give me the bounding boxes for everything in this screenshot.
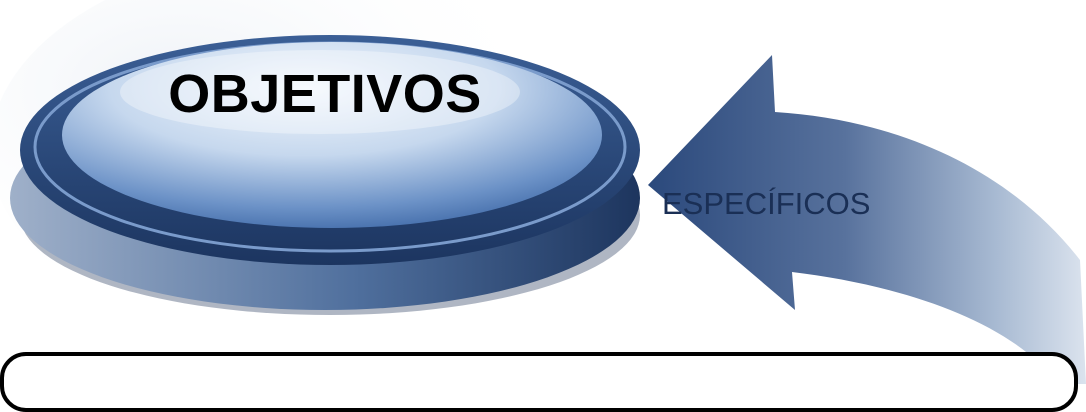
curved-arrow-shape [648, 55, 1086, 384]
objetivos-title: OBJETIVOS [168, 64, 482, 124]
objetivos-button [10, 35, 640, 315]
curved-arrow [648, 55, 1086, 384]
button-top [62, 42, 602, 228]
button-top-shine [120, 50, 520, 134]
diagram-graphics [0, 0, 1086, 384]
bottom-content-box [0, 352, 1078, 412]
diagram-canvas [0, 0, 1086, 384]
especificos-label: ESPECÍFICOS [662, 186, 871, 221]
